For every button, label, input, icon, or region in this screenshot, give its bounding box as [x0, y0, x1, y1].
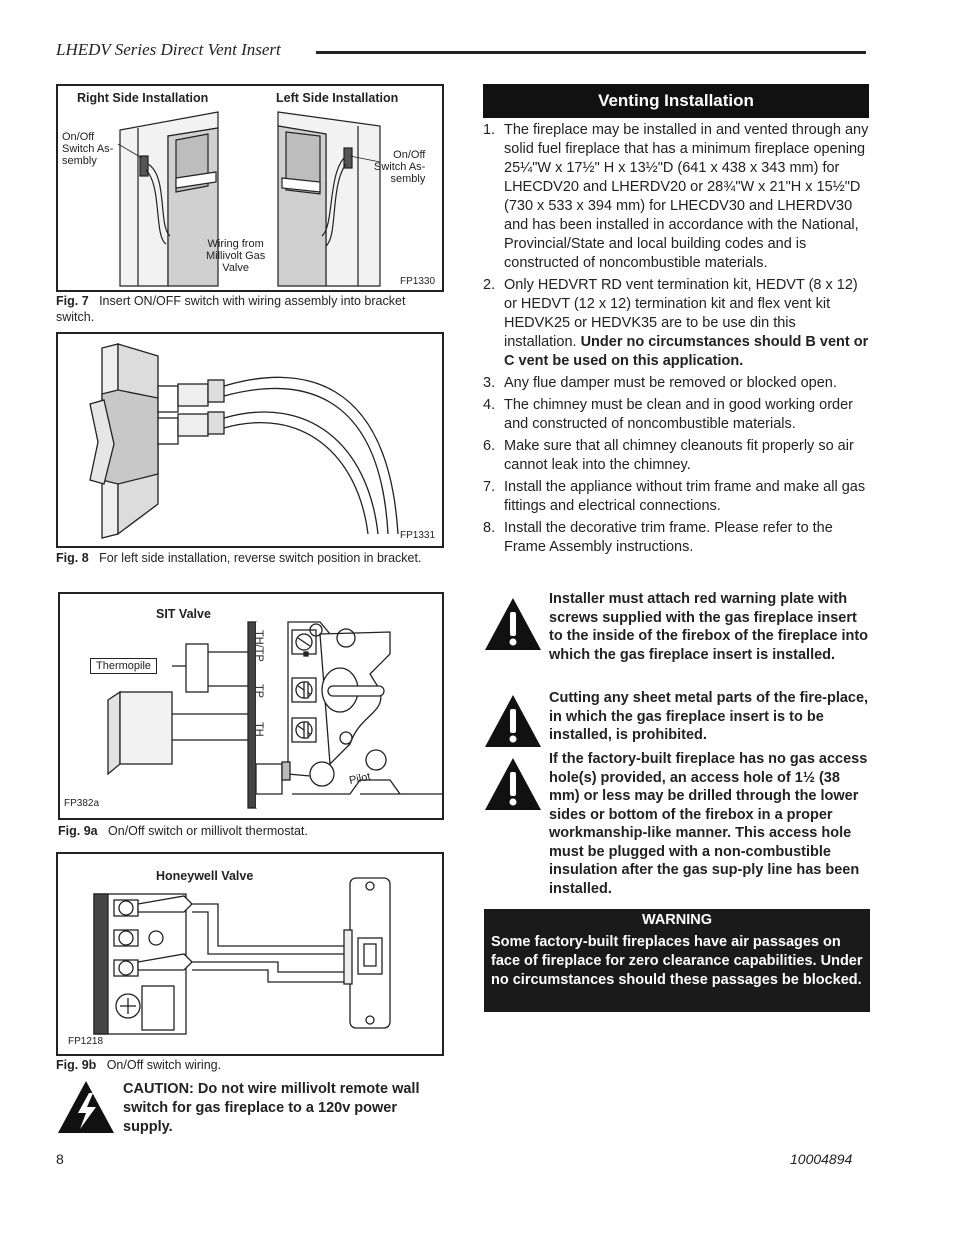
header-rule — [316, 51, 866, 54]
figure-8-drawing — [89, 343, 399, 539]
warning-text: Installer must attach red warning plate … — [549, 591, 869, 663]
warning-box-text: Some factory-built fireplaces have air p… — [491, 934, 863, 988]
warning-icon — [485, 598, 541, 650]
figure-7-drawing — [117, 111, 381, 287]
warning-box: WARNING Some factory-built fireplaces ha… — [484, 909, 870, 1012]
warning-box-heading: WARNING — [641, 912, 713, 928]
step-number: 1. — [483, 122, 496, 138]
venting-installation-heading: Venting Installation — [483, 84, 869, 118]
document-number: 10004894 — [790, 1151, 853, 1167]
step-text: Install the appliance without trim frame… — [504, 479, 866, 514]
figure-9b: Honeywell Valve FP1218 — [56, 852, 444, 1056]
venting-step: 1. The fireplace may be installed in and … — [483, 121, 870, 273]
figure-9a-drawing: TH/TP TP TH Pilot — [107, 621, 442, 809]
fig9b-caption: Fig. 9b On/Off switch wiring. — [56, 1057, 444, 1073]
fig7-code: FP1330 — [400, 276, 436, 287]
fig8-caption: Fig. 8 For left side installation, rever… — [56, 550, 444, 566]
electrical-hazard-icon — [58, 1081, 114, 1133]
fig9b-caption-text: On/Off switch wiring. — [106, 1058, 222, 1072]
fig9a-caption-text: On/Off switch or millivolt thermostat. — [108, 824, 308, 838]
fig9a-code: FP382a — [64, 798, 100, 809]
fig9b-label-valve: Honeywell Valve — [156, 869, 254, 883]
fig7-label-left-side: Left Side Installation — [276, 91, 399, 105]
fig9a-label-valve: SIT Valve — [156, 607, 211, 621]
fig9a-label-thermopile: Thermopile — [90, 658, 158, 674]
svg-text:TH: TH — [253, 722, 265, 737]
step-number: 6. — [483, 438, 496, 454]
fig9a-caption: Fig. 9a On/Off switch or millivolt therm… — [58, 823, 444, 839]
step-text: Only HEDVRT RD vent termination kit, HED… — [504, 277, 858, 350]
caution-text: CAUTION: Do not wire millivolt remote wa… — [123, 1081, 420, 1135]
svg-text:TH/TP: TH/TP — [253, 630, 265, 662]
fig9b-caption-num: Fig. 9b — [56, 1058, 97, 1072]
venting-step: 4. The chimney must be clean and in good … — [483, 396, 870, 434]
fig9a-caption-num: Fig. 9a — [58, 824, 98, 838]
figure-9a: TH/TP TP TH Pilot SIT Valve Thermopile F… — [58, 592, 444, 820]
step-number: 3. — [483, 375, 496, 391]
figure-9b-drawing — [93, 877, 391, 1035]
step-number: 7. — [483, 479, 496, 495]
warning-access-hole: If the factory-built fireplace has no ga… — [483, 750, 870, 900]
fig8-caption-text: For left side installation, reverse swit… — [99, 551, 422, 565]
fig7-caption: Fig. 7 Insert ON/OFF switch with wiring … — [56, 293, 444, 325]
fig7-label-right-side: Right Side Installation — [77, 91, 209, 105]
venting-step: 7. Install the appliance without trim fra… — [483, 478, 870, 516]
step-number: 4. — [483, 397, 496, 413]
step-text: Any flue damper must be removed or block… — [504, 375, 837, 391]
fig8-caption-num: Fig. 8 — [56, 551, 89, 565]
svg-text:Pilot: Pilot — [348, 771, 371, 787]
step-text: The chimney must be clean and in good wo… — [504, 397, 853, 432]
warning-icon — [485, 758, 541, 810]
fig7-label-onoff-right: On/Off Switch As- sembly — [374, 149, 426, 185]
step-bold-text: Under no circumstances should B vent or … — [504, 334, 869, 369]
warning-text: Cutting any sheet metal parts of the fir… — [549, 690, 869, 743]
fig7-label-onoff-left: On/Off Switch As- sembly — [62, 131, 114, 167]
step-text: Install the decorative trim frame. Pleas… — [504, 520, 833, 555]
warning-text: If the factory-built fireplace has no ga… — [549, 751, 868, 897]
svg-text:TP: TP — [253, 684, 265, 698]
step-number: 8. — [483, 520, 496, 536]
page-number: 8 — [56, 1151, 64, 1167]
venting-step: 2. Only HEDVRT RD vent termination kit, H… — [483, 276, 870, 371]
figure-8: FP1331 — [56, 332, 444, 548]
step-number: 2. — [483, 277, 496, 293]
fig8-code: FP1331 — [400, 530, 436, 541]
figure-7: Right Side Installation Left Side Instal… — [56, 84, 444, 292]
venting-step: 3. Any flue damper must be removed or blo… — [483, 374, 870, 393]
warning-sheet-metal: Cutting any sheet metal parts of the fir… — [483, 689, 870, 749]
step-text: Make sure that all chimney cleanouts fit… — [504, 438, 854, 473]
step-text: The fireplace may be installed in and ve… — [504, 122, 869, 271]
header-title: LHEDV Series Direct Vent Insert — [56, 40, 281, 59]
warning-red-plate: Installer must attach red warning plate … — [483, 590, 870, 686]
fig7-caption-text: Insert ON/OFF switch with wiring assembl… — [56, 294, 406, 324]
warning-icon — [485, 695, 541, 747]
fig7-label-wiring: Wiring from Millivolt Gas Valve — [206, 238, 266, 274]
fig9b-code: FP1218 — [68, 1036, 104, 1047]
venting-steps-list: 1. The fireplace may be installed in and … — [483, 121, 870, 560]
venting-step: 6. Make sure that all chimney cleanouts f… — [483, 437, 870, 475]
venting-step: 8. Install the decorative trim frame. Ple… — [483, 519, 870, 557]
fig7-caption-num: Fig. 7 — [56, 294, 89, 308]
